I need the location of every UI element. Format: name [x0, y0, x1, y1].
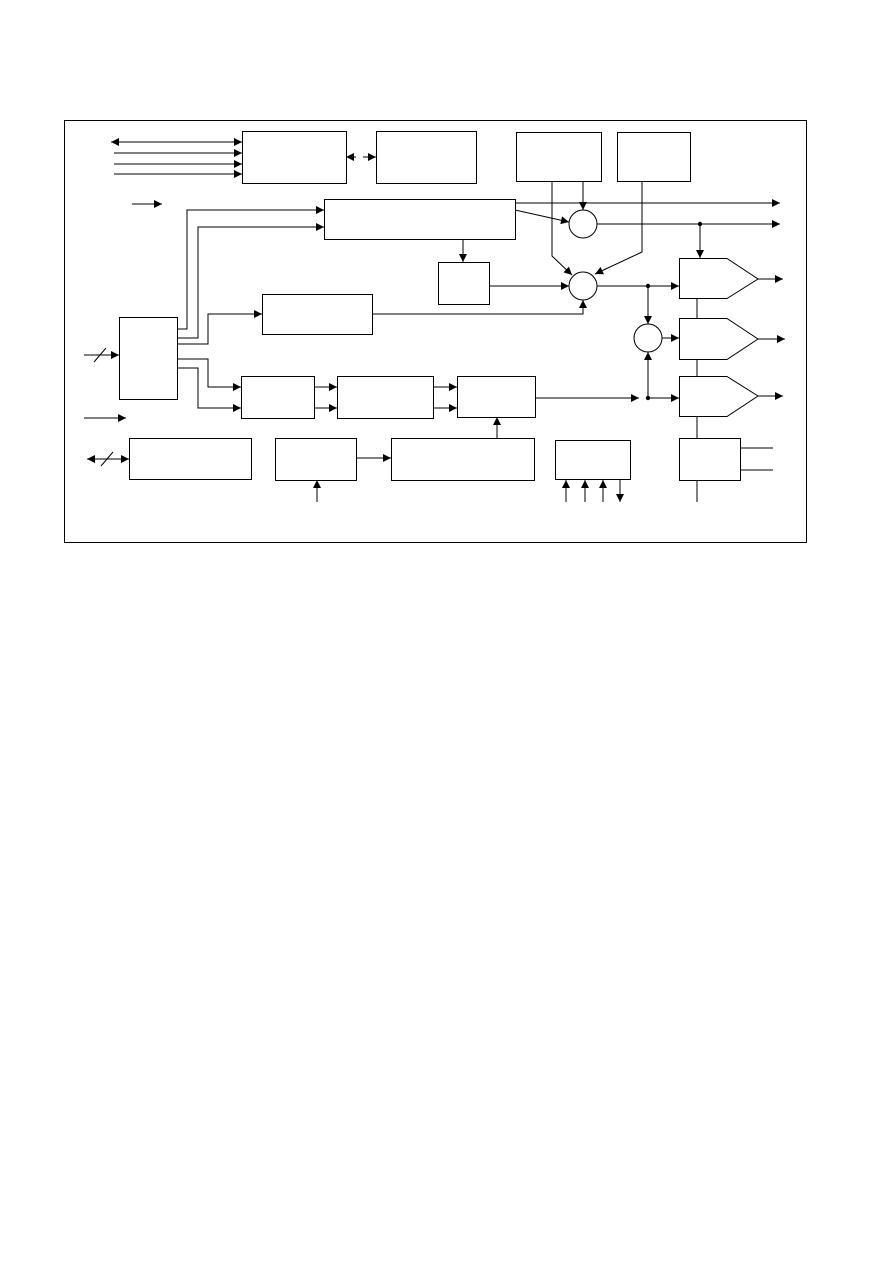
summing-node-1 — [568, 209, 598, 239]
connection-lines — [84, 138, 785, 502]
left-demux-block — [119, 317, 178, 400]
top-right-block-1 — [516, 132, 602, 182]
summing-node-2 — [568, 271, 598, 301]
middle-block — [262, 294, 373, 335]
lower-chain-block-3 — [457, 376, 536, 418]
bottom-control-block — [555, 440, 631, 480]
bottom-wide-block — [391, 438, 535, 481]
output-amplifier-1 — [679, 258, 759, 299]
output-amplifier-3 — [679, 376, 759, 417]
summing-node-3 — [633, 323, 663, 353]
output-amplifier-2 — [679, 318, 759, 360]
diagram-frame — [64, 120, 807, 543]
top-interface-block — [242, 131, 347, 184]
bottom-block-2 — [275, 438, 357, 481]
small-middle-block — [438, 262, 490, 305]
top-memory-block — [376, 131, 477, 184]
right-small-block — [679, 438, 741, 481]
lower-chain-block-2 — [337, 376, 434, 419]
upper-wide-block — [324, 199, 516, 240]
top-right-block-2 — [617, 132, 691, 182]
bottom-left-block — [129, 438, 252, 480]
lower-chain-block-1 — [241, 376, 315, 419]
